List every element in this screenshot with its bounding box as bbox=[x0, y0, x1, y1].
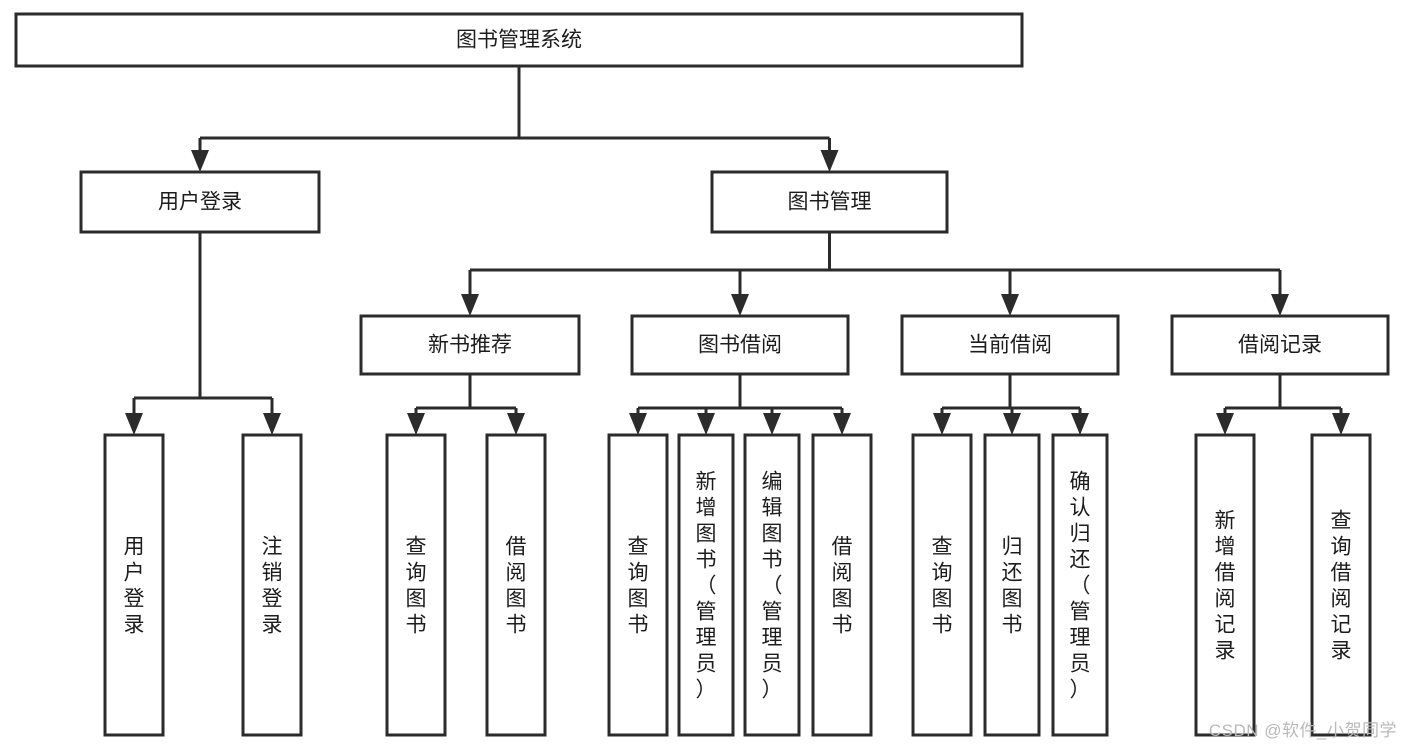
node-label-root: 图书管理系统 bbox=[456, 29, 582, 52]
node-box-borrow-record bbox=[1170, 314, 1390, 376]
node-box-bb-edit-book bbox=[743, 433, 801, 737]
node-box-cb-confirm-return bbox=[1051, 433, 1109, 737]
lvl3-0-to-leaves-arrow-1 bbox=[507, 413, 525, 435]
node-br-query-record[interactable]: 查询借阅记录 bbox=[1310, 433, 1372, 737]
node-label-cb-confirm-return: 确认归还（管理员） bbox=[1070, 470, 1091, 701]
node-cb-confirm-return[interactable]: 确认归还（管理员） bbox=[1051, 433, 1109, 737]
node-box-root bbox=[14, 12, 1024, 68]
node-nbr-query-book[interactable]: 查询图书 bbox=[385, 433, 447, 737]
lvl3-2-to-leaves-arrow-1 bbox=[1003, 413, 1021, 435]
node-label-book-management: 图书管理 bbox=[788, 191, 872, 214]
node-book-borrow[interactable]: 图书借阅 bbox=[630, 314, 850, 376]
lvl3-2-to-leaves-arrow-2 bbox=[1071, 413, 1089, 435]
node-box-bb-borrow-book bbox=[811, 433, 873, 737]
node-user-logout[interactable]: 注销登录 bbox=[241, 433, 303, 737]
node-box-cb-query-book bbox=[911, 433, 973, 737]
node-label-user-login: 用户登录 bbox=[158, 191, 242, 214]
lvl3-1-to-leaves-arrow-0 bbox=[629, 413, 647, 435]
lvl3-1-to-leaves-arrow-1 bbox=[697, 413, 715, 435]
node-bb-borrow-book[interactable]: 借阅图书 bbox=[811, 433, 873, 737]
bookmgmt-to-lvl3-arrow-0 bbox=[461, 294, 479, 316]
bookmgmt-to-lvl3-arrow-1 bbox=[731, 294, 749, 316]
node-box-user-login-do bbox=[103, 433, 165, 737]
node-box-nbr-borrow-book bbox=[485, 433, 547, 737]
lvl3-1-to-leaves-arrow-2 bbox=[763, 413, 781, 435]
node-label-book-borrow: 图书借阅 bbox=[698, 334, 782, 357]
node-label-br-add-record: 新增借阅记录 bbox=[1215, 509, 1236, 662]
root-to-lvl2-arrow-1 bbox=[820, 150, 839, 172]
node-user-login[interactable]: 用户登录 bbox=[79, 170, 321, 234]
node-label-user-login-do: 用户登录 bbox=[124, 535, 145, 636]
node-label-cb-return-book: 归还图书 bbox=[1002, 535, 1023, 636]
node-box-br-query-record bbox=[1310, 433, 1372, 737]
node-label-borrow-record: 借阅记录 bbox=[1238, 334, 1322, 357]
bookmgmt-to-lvl3-arrow-3 bbox=[1271, 294, 1289, 316]
node-box-bb-add-book bbox=[677, 433, 735, 737]
node-label-new-book-recommend: 新书推荐 bbox=[428, 334, 512, 357]
node-label-cb-query-book: 查询图书 bbox=[932, 535, 953, 636]
connector-layer bbox=[125, 66, 1350, 435]
lvl3-2-to-leaves-arrow-0 bbox=[933, 413, 951, 435]
node-label-nbr-borrow-book: 借阅图书 bbox=[506, 535, 527, 636]
node-box-nbr-query-book bbox=[385, 433, 447, 737]
bookmgmt-to-lvl3-arrow-2 bbox=[1001, 294, 1019, 316]
node-label-bb-edit-book: 编辑图书（管理员） bbox=[762, 470, 783, 701]
node-current-borrow[interactable]: 当前借阅 bbox=[900, 314, 1120, 376]
node-label-bb-add-book: 新增图书（管理员） bbox=[696, 470, 717, 701]
node-borrow-record[interactable]: 借阅记录 bbox=[1170, 314, 1390, 376]
node-box-new-book-recommend bbox=[359, 314, 581, 376]
node-box-cb-return-book bbox=[983, 433, 1041, 737]
root-to-lvl2-arrow-0 bbox=[191, 150, 209, 172]
node-bb-query-book[interactable]: 查询图书 bbox=[607, 433, 669, 737]
node-label-br-query-record: 查询借阅记录 bbox=[1331, 509, 1352, 662]
node-box-user-login bbox=[79, 170, 321, 234]
node-cb-query-book[interactable]: 查询图书 bbox=[911, 433, 973, 737]
node-root[interactable]: 图书管理系统 bbox=[14, 12, 1024, 68]
node-box-user-logout bbox=[241, 433, 303, 737]
node-book-management[interactable]: 图书管理 bbox=[710, 170, 949, 234]
node-box-book-management bbox=[710, 170, 949, 234]
node-label-bb-borrow-book: 借阅图书 bbox=[832, 535, 853, 636]
node-user-login-do[interactable]: 用户登录 bbox=[103, 433, 165, 737]
node-bb-add-book[interactable]: 新增图书（管理员） bbox=[677, 433, 735, 737]
node-box-current-borrow bbox=[900, 314, 1120, 376]
userlogin-to-leaves-arrow-0 bbox=[125, 413, 143, 435]
node-box-book-borrow bbox=[630, 314, 850, 376]
node-box-br-add-record bbox=[1194, 433, 1256, 737]
node-label-nbr-query-book: 查询图书 bbox=[406, 535, 427, 636]
node-box-bb-query-book bbox=[607, 433, 669, 737]
node-cb-return-book[interactable]: 归还图书 bbox=[983, 433, 1041, 737]
node-new-book-recommend[interactable]: 新书推荐 bbox=[359, 314, 581, 376]
lvl3-1-to-leaves-arrow-3 bbox=[833, 413, 851, 435]
node-br-add-record[interactable]: 新增借阅记录 bbox=[1194, 433, 1256, 737]
node-layer: 图书管理系统用户登录图书管理用户登录注销登录新书推荐查询图书借阅图书图书借阅查询… bbox=[14, 12, 1390, 737]
node-label-current-borrow: 当前借阅 bbox=[968, 334, 1052, 357]
lvl3-0-to-leaves-arrow-0 bbox=[407, 413, 425, 435]
node-nbr-borrow-book[interactable]: 借阅图书 bbox=[485, 433, 547, 737]
lvl3-3-to-leaves-arrow-0 bbox=[1216, 413, 1234, 435]
node-label-user-logout: 注销登录 bbox=[262, 535, 283, 636]
node-bb-edit-book[interactable]: 编辑图书（管理员） bbox=[743, 433, 801, 737]
lvl3-3-to-leaves-arrow-1 bbox=[1332, 413, 1350, 435]
node-label-bb-query-book: 查询图书 bbox=[628, 535, 649, 636]
userlogin-to-leaves-arrow-1 bbox=[263, 413, 281, 435]
